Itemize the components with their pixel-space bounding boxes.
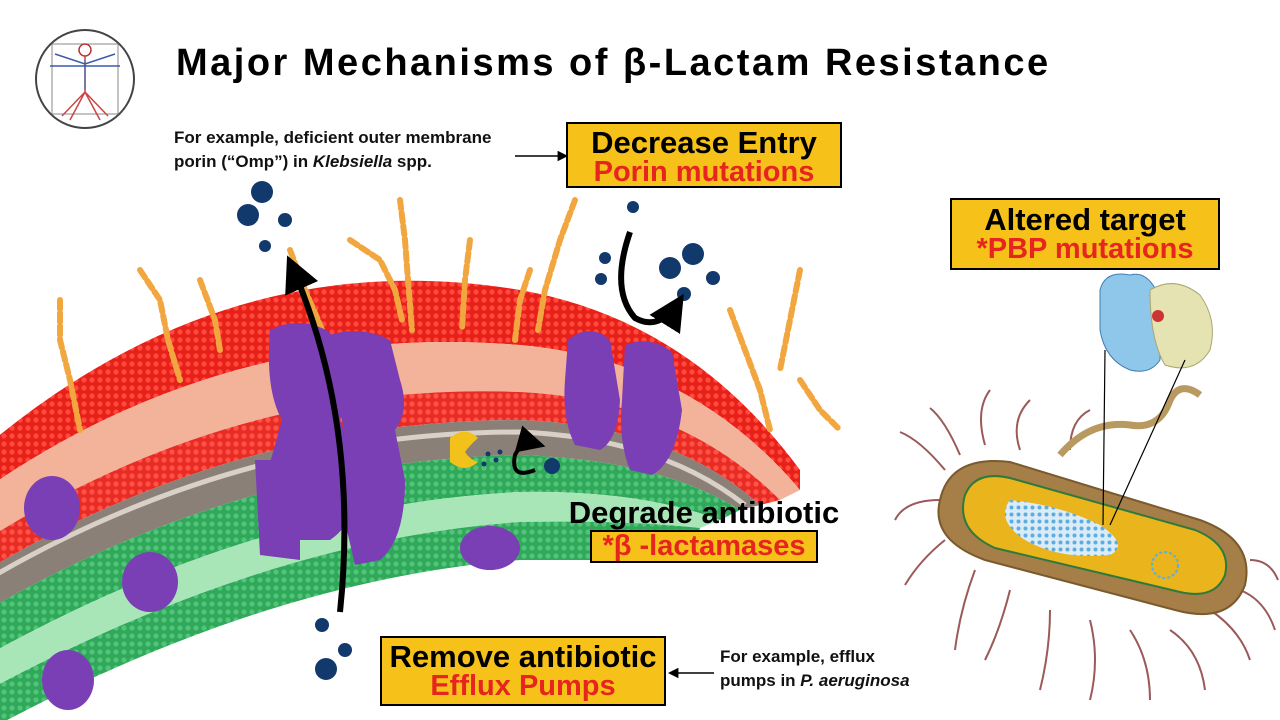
porin-entry-arrow: [618, 231, 684, 334]
membrane-proteins: [24, 476, 520, 710]
lipopolysaccharide-chains: [57, 197, 843, 433]
degrade-sub: *β -lactamases: [590, 530, 818, 563]
porin-note-line2: porin (“Omp”) in Klebsiella spp.: [174, 152, 432, 171]
antibiotic-molecules: [237, 181, 720, 680]
efflux-note-line2: pumps in P. aeruginosa: [720, 671, 910, 690]
degrade-antibiotic-label: Degrade antibiotic *β -lactamases: [547, 495, 861, 563]
page-title: Major Mechanisms of β-Lactam Resistance: [176, 42, 1051, 84]
beta-lactamase-enzyme: [450, 425, 560, 475]
pbp-callout-line: [1109, 359, 1186, 526]
pbp-protein-structure-icon: [1099, 273, 1213, 372]
degrade-heading: Degrade antibiotic: [568, 495, 840, 530]
remove-heading: Remove antibiotic: [389, 639, 657, 674]
decrease-entry-heading: Decrease Entry: [591, 125, 817, 160]
bacterium-cell-icon: [894, 385, 1279, 701]
porin-note-line1: For example, deficient outer membrane: [174, 128, 492, 147]
altered-target-heading: Altered target: [984, 202, 1186, 237]
vitruvian-man-logo-icon: [35, 29, 135, 129]
pbp-callout-line: [1102, 349, 1106, 526]
altered-target-label: Altered target *PBP mutations: [950, 198, 1220, 270]
efflux-note-line1: For example, efflux: [720, 647, 875, 666]
altered-target-sub: *PBP mutations: [976, 233, 1194, 265]
efflux-pump: [255, 322, 405, 565]
efflux-example-note: For example, efflux pumps in P. aerugino…: [720, 645, 910, 693]
decrease-entry-label: Decrease Entry Porin mutations: [566, 122, 842, 188]
remove-antibiotic-label: Remove antibiotic Efflux Pumps: [380, 636, 666, 706]
porin-channel: [564, 331, 682, 475]
porin-example-note: For example, deficient outer membrane po…: [174, 126, 491, 174]
efflux-arrow: [285, 255, 348, 613]
decrease-entry-sub: Porin mutations: [593, 156, 815, 188]
remove-sub: Efflux Pumps: [430, 670, 616, 702]
